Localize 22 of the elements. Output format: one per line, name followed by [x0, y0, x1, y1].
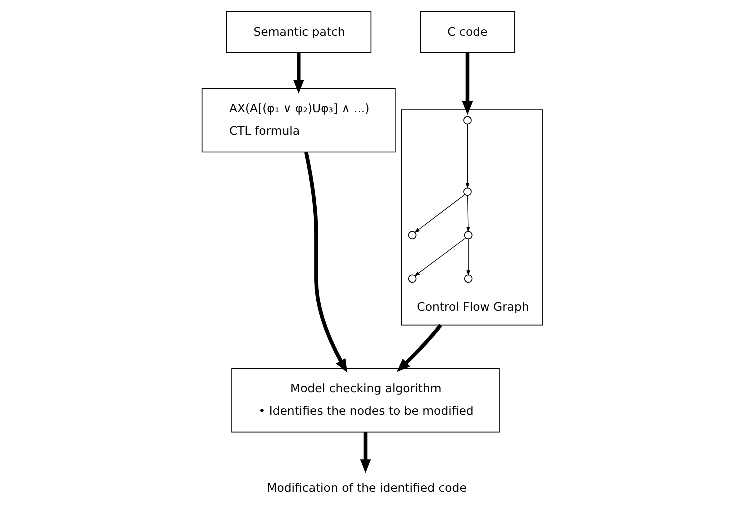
node-box: AX(A[(φ₁ ∨ φ₂)Uφ₃] ∧ ...) CTL formula — [202, 88, 396, 153]
arrow — [414, 238, 466, 277]
node-circle — [408, 274, 417, 284]
arrow — [414, 194, 466, 234]
arrow — [396, 324, 442, 372]
arrow — [466, 195, 470, 233]
arrow — [466, 238, 471, 276]
node-text: Modification of the identified code — [267, 481, 467, 496]
node-box: Model checking algorithm • Identifies the nodes to be modified — [232, 368, 500, 433]
node-circle — [464, 274, 473, 284]
node-circle — [464, 231, 473, 240]
node-circle — [464, 188, 472, 196]
node-box: C code — [420, 11, 515, 54]
node-circle — [408, 231, 417, 240]
cluster: Control Flow Graph — [401, 110, 544, 326]
node-box: Semantic patch — [226, 11, 372, 54]
arrow — [360, 432, 372, 474]
node-circle — [464, 116, 472, 125]
arrow — [294, 52, 304, 94]
arrow — [462, 52, 474, 116]
arrow — [466, 124, 470, 189]
arrow — [304, 152, 348, 373]
